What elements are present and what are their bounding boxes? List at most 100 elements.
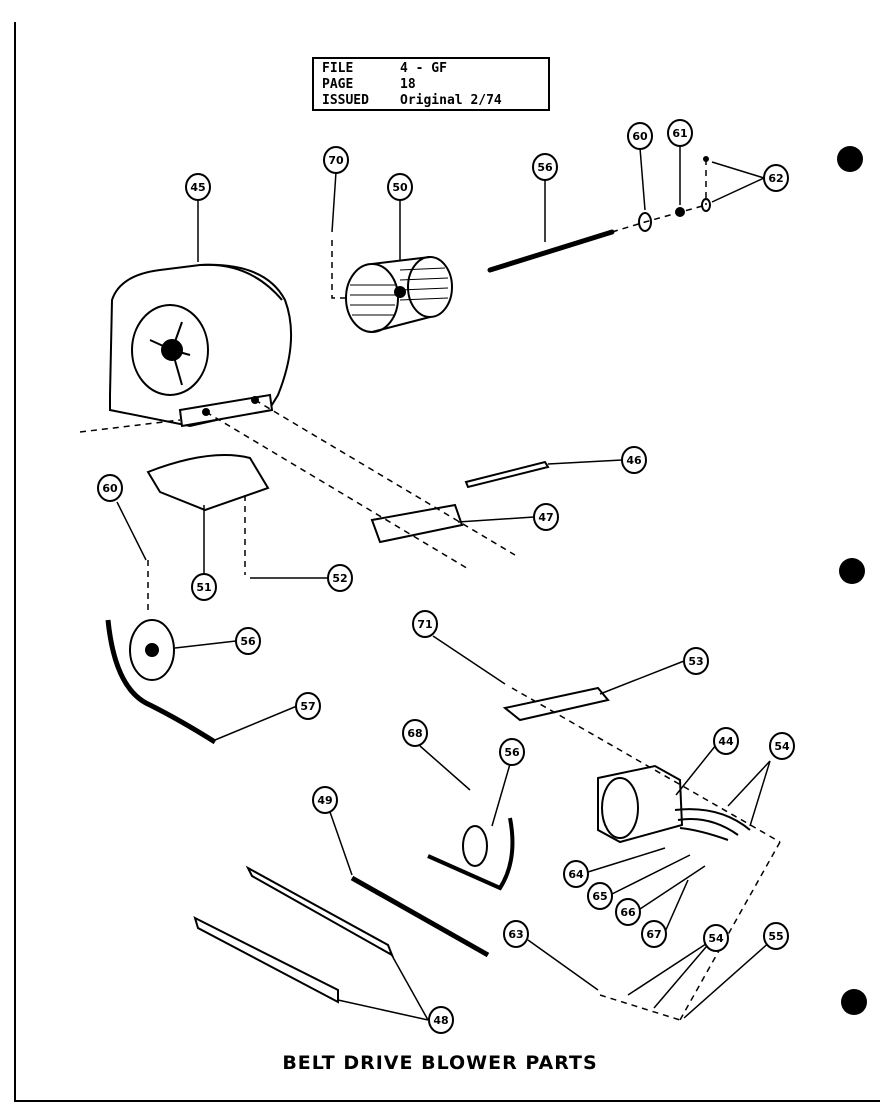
callout-circle: [235, 627, 261, 655]
callout-48: 48: [428, 1006, 454, 1034]
callout-circle: [499, 738, 525, 766]
binder-hole: [837, 146, 863, 172]
file-label: FILE: [322, 61, 354, 76]
callout-circle: [713, 727, 739, 755]
callout-61: 61: [667, 119, 693, 147]
callout-60: 60: [627, 122, 653, 150]
callout-circle: [323, 146, 349, 174]
callout-50: 50: [387, 173, 413, 201]
callout-68: 68: [402, 719, 428, 747]
callout-label: 66: [620, 906, 636, 919]
issued-label: ISSUED: [322, 93, 369, 108]
callout-54: 54: [703, 924, 729, 952]
callout-label: 54: [774, 740, 790, 753]
callout-circle: [703, 924, 729, 952]
blower-wheel: [345, 256, 453, 333]
callout-63: 63: [503, 920, 529, 948]
callout-circle: [587, 882, 613, 910]
callout-label: 60: [632, 130, 648, 143]
callout-53: 53: [683, 647, 709, 675]
callout-label: 68: [407, 727, 422, 740]
callout-label: 56: [537, 161, 553, 174]
callout-47: 47: [533, 503, 559, 531]
callout-label: 48: [433, 1014, 448, 1027]
callout-circle: [769, 732, 795, 760]
callout-label: 67: [646, 928, 661, 941]
callout-circle: [402, 719, 428, 747]
callout-circle: [563, 860, 589, 888]
callout-56: 56: [235, 627, 261, 655]
callout-57: 57: [295, 692, 321, 720]
callout-56: 56: [532, 153, 558, 181]
callout-circle: [327, 564, 353, 592]
callout-60: 60: [97, 474, 123, 502]
issued-value: Original 2/74: [400, 93, 502, 108]
callout-label: 65: [592, 890, 607, 903]
callout-56: 56: [499, 738, 525, 766]
diagram-caption: BELT DRIVE BLOWER PARTS: [282, 1052, 598, 1074]
callout-circle: [532, 153, 558, 181]
callout-label: 50: [392, 181, 408, 194]
callout-label: 57: [300, 700, 315, 713]
callout-label: 56: [504, 746, 520, 759]
callout-circle: [641, 920, 667, 948]
callout-71: 71: [412, 610, 438, 638]
callout-label: 55: [768, 930, 783, 943]
callout-label: 70: [328, 154, 344, 167]
binder-hole: [841, 989, 867, 1015]
callout-label: 63: [508, 928, 523, 941]
callout-circle: [763, 922, 789, 950]
callout-label: 52: [332, 572, 347, 585]
callout-circle: [312, 786, 338, 814]
callout-70: 70: [323, 146, 349, 174]
callout-label: 62: [768, 172, 783, 185]
callout-66: 66: [615, 898, 641, 926]
file-info-block: FILE 4 - GF PAGE 18 ISSUED Original 2/74: [312, 57, 550, 111]
callout-circle: [185, 173, 211, 201]
callout-circle: [763, 164, 789, 192]
callout-label: 47: [538, 511, 553, 524]
callout-49: 49: [312, 786, 338, 814]
callout-62: 62: [763, 164, 789, 192]
callout-circle: [295, 692, 321, 720]
callout-circle: [627, 122, 653, 150]
callout-label: 46: [626, 454, 642, 467]
callout-circle: [533, 503, 559, 531]
callout-circle: [412, 610, 438, 638]
callout-46: 46: [621, 446, 647, 474]
shaft: [487, 229, 615, 273]
callout-label: 54: [708, 932, 724, 945]
callout-54: 54: [769, 732, 795, 760]
callout-label: 56: [240, 635, 256, 648]
callout-circle: [191, 573, 217, 601]
callout-circle: [428, 1006, 454, 1034]
callout-circle: [683, 647, 709, 675]
callout-44: 44: [713, 727, 739, 755]
callout-circle: [621, 446, 647, 474]
callout-circle: [387, 173, 413, 201]
callout-label: 49: [317, 794, 332, 807]
callout-label: 53: [688, 655, 703, 668]
page-label: PAGE: [322, 77, 354, 92]
page-value: 18: [400, 77, 416, 92]
callout-label: 45: [190, 181, 205, 194]
callout-51: 51: [191, 573, 217, 601]
blower-housing: [109, 263, 293, 428]
binder-hole: [839, 558, 865, 584]
callout-45: 45: [185, 173, 211, 201]
callout-67: 67: [641, 920, 667, 948]
callout-label: 60: [102, 482, 118, 495]
callout-65: 65: [587, 882, 613, 910]
callout-label: 51: [196, 581, 211, 594]
callout-label: 71: [417, 618, 432, 631]
callout-64: 64: [563, 860, 589, 888]
callout-circle: [503, 920, 529, 948]
drawing-frame: [14, 22, 880, 1102]
callout-label: 64: [568, 868, 584, 881]
callout-circle: [97, 474, 123, 502]
callout-label: 61: [672, 127, 687, 140]
callout-circle: [615, 898, 641, 926]
callout-circle: [667, 119, 693, 147]
file-value: 4 - GF: [400, 61, 447, 76]
